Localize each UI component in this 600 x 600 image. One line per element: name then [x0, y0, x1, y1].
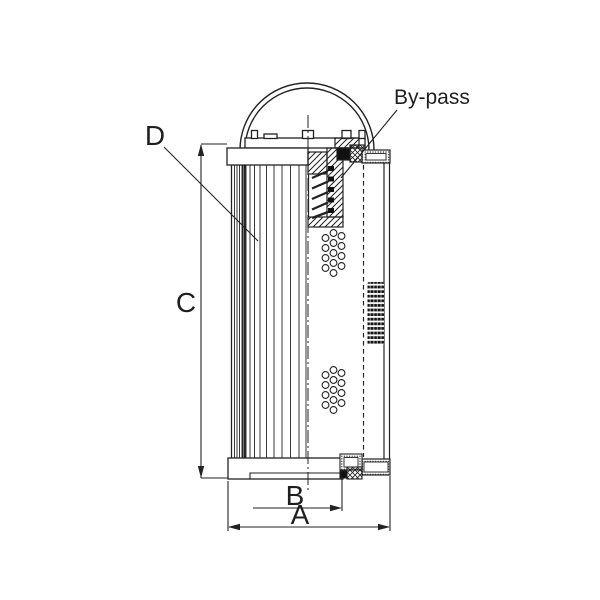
- bypass-leader-line: [340, 109, 398, 179]
- bypass-seal: [336, 147, 351, 161]
- bottom-gland: [346, 466, 363, 480]
- bottom-seal: [339, 470, 348, 479]
- bypass-housing-left: [307, 151, 328, 175]
- bottom-end-cap: [227, 457, 344, 480]
- dimension-b: [253, 479, 343, 512]
- dim-c-arrow-up: [197, 144, 205, 156]
- bottom-seal-carrier-core: [343, 457, 359, 468]
- tab-5: [358, 129, 366, 140]
- top-cap-flange: [226, 147, 309, 166]
- top-end-plate: [244, 129, 366, 149]
- tab-1: [250, 129, 259, 140]
- top-end-cap: [226, 147, 309, 166]
- bypass-spring: [311, 169, 329, 220]
- dome-handle: [239, 82, 375, 151]
- dimension-d-leader: [163, 146, 259, 242]
- dim-a-arrow-right: [378, 523, 390, 531]
- spring-seat-blocks: [328, 166, 334, 213]
- tab-4: [341, 129, 352, 140]
- dimension-b-label: B: [286, 480, 305, 511]
- shell-top-ring-core: [365, 153, 387, 161]
- dimension-d-label: D: [145, 120, 165, 151]
- dim-b-arrow: [330, 504, 342, 512]
- dim-d-leader-line: [163, 146, 259, 242]
- dimension-a-label: A: [291, 499, 310, 530]
- shell-bottom-ring-core: [363, 461, 389, 473]
- tab-2: [263, 133, 278, 140]
- dimension-a: [227, 476, 391, 531]
- bypass-callout: [340, 109, 398, 179]
- bottom-cap-step: [249, 472, 343, 479]
- bypass-label: By-pass: [394, 86, 470, 109]
- dim-c-arrow-down: [197, 466, 205, 478]
- dome-inner-arc: [244, 87, 370, 151]
- mounting-tabs: [250, 129, 366, 140]
- mesh-window: [367, 282, 384, 345]
- dimension-c-label: C: [176, 287, 196, 318]
- dome-outer-arc: [239, 82, 375, 151]
- core-perforations-lower: [321, 366, 346, 414]
- dimension-c: [197, 143, 228, 479]
- dim-a-arrow-left: [228, 523, 240, 531]
- bottom-seal-assembly: [339, 453, 363, 480]
- outer-shell: [361, 149, 391, 476]
- bottom-cap-flange: [227, 457, 344, 480]
- core-perforations-upper: [321, 229, 346, 277]
